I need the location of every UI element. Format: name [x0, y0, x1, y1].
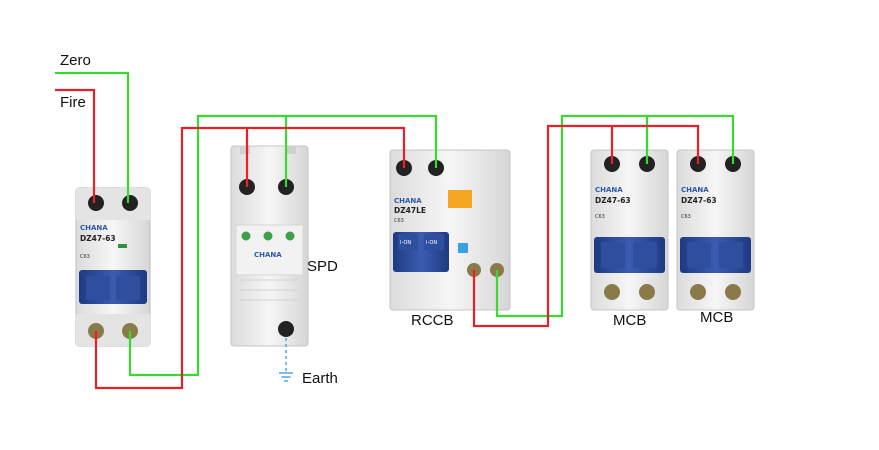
mcb2-terminal-l-out	[690, 284, 706, 300]
rccb-module: CHANA DZ47LE C63 I-ON I-ON	[389, 149, 511, 311]
label-earth: Earth	[302, 370, 338, 387]
main-breaker-terminal-zero-in	[122, 195, 138, 211]
mcb1-model: DZ47-63	[595, 196, 631, 205]
mcb2-rating: C63	[681, 214, 691, 220]
rccb-switch-label-1: I-ON	[400, 240, 411, 246]
fire-wire-rccb-to-mcbs	[472, 124, 700, 328]
zero-wire-source	[55, 71, 130, 203]
rccb-switch-label-2: I-ON	[426, 240, 437, 246]
label-mcb-1: MCB	[613, 312, 647, 329]
label-spd: SPD	[307, 258, 338, 275]
spd-brand: CHANA	[254, 251, 282, 259]
mcb1-rating: C63	[595, 214, 605, 220]
mcb1-terminal-n-out	[639, 284, 655, 300]
spd-terminal-earth	[278, 321, 294, 337]
main-breaker-terminal-fire-in	[88, 195, 104, 211]
label-rccb: RCCB	[411, 312, 454, 329]
main-breaker: CHANA DZ47-63 C63	[75, 187, 151, 347]
mcb2-brand: CHANA	[681, 186, 709, 194]
mcb1-terminal-l-out	[604, 284, 620, 300]
fire-wire-main-to-rccb	[94, 126, 406, 390]
label-zero: Zero	[60, 52, 91, 69]
rccb-brand: CHANA	[394, 197, 422, 205]
label-mcb-2: MCB	[700, 309, 734, 326]
mcb1-brand: CHANA	[595, 186, 623, 194]
zero-wire-main-to-rccb	[128, 114, 438, 377]
rccb-rating: C63	[394, 218, 404, 224]
mcb-module-2: CHANA DZ47-63 C63	[676, 149, 755, 311]
earth-connection	[279, 338, 293, 382]
rccb-model: DZ47LE	[394, 206, 426, 215]
zero-wire-rccb-to-mcbs	[495, 114, 735, 318]
mcb2-terminal-n-out	[725, 284, 741, 300]
label-fire: Fire	[60, 94, 86, 111]
main-breaker-brand: CHANA	[80, 224, 108, 232]
fire-wire-source	[55, 88, 96, 203]
rccb-test-button	[448, 190, 472, 208]
main-breaker-model: DZ47-63	[80, 234, 116, 243]
spd-module: CHANA	[230, 145, 309, 347]
main-breaker-rating: C63	[80, 254, 90, 260]
mcb-module-1: CHANA DZ47-63 C63	[590, 149, 669, 311]
mcb2-model: DZ47-63	[681, 196, 717, 205]
